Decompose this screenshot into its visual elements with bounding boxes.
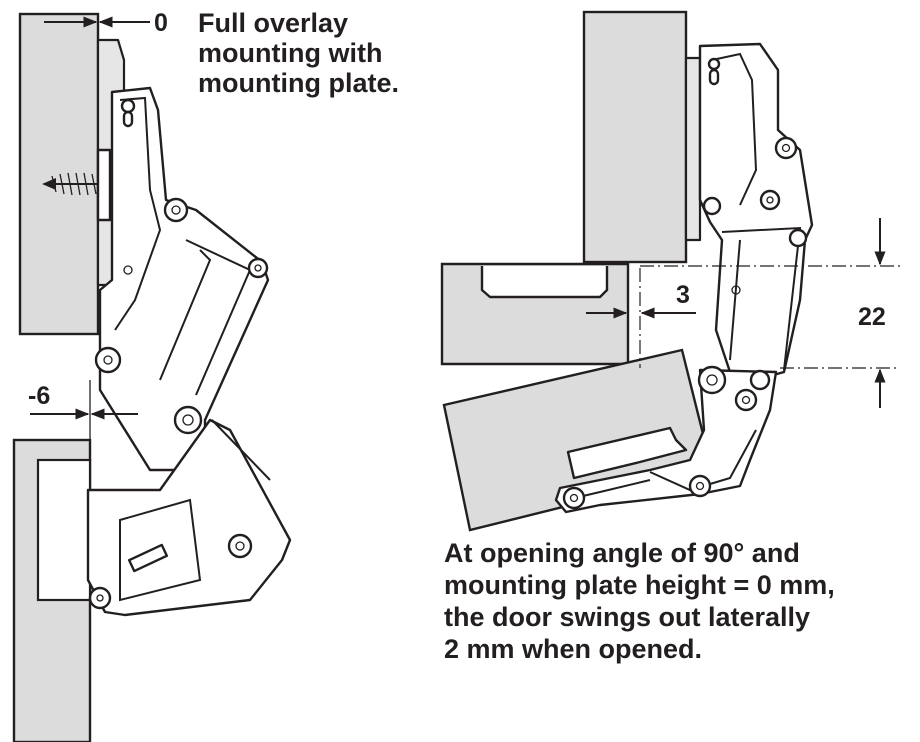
hinge-arm-inner <box>114 96 162 331</box>
left-caption-line-1: Full overlay <box>198 8 348 38</box>
right-caption-line-1: At opening angle of 90° and <box>444 538 800 568</box>
pivot-pins-right <box>562 57 808 510</box>
mounting-plate-right <box>684 56 702 242</box>
shelf-recess <box>480 266 609 299</box>
right-caption: At opening angle of 90° and mounting pla… <box>444 538 842 664</box>
pivot-pins <box>88 98 269 610</box>
dim-lateral-label: 3 <box>676 281 690 309</box>
left-caption: Full overlay mounting with mounting plat… <box>198 8 399 98</box>
hinge-arm <box>98 86 270 472</box>
plate-ridge <box>96 148 112 222</box>
right-caption-line-2: mounting plate height = 0 mm, <box>444 570 835 600</box>
right-caption-line-4: 2 mm when opened. <box>444 634 702 664</box>
dim-bottom-label: -6 <box>28 382 50 410</box>
dimension-bottom: -6 <box>28 380 138 440</box>
left-hinge-figure: 0 -6 Full overlay mounting with mounting… <box>12 8 399 742</box>
wood-screw <box>42 172 98 196</box>
cabinet-side-panel <box>18 12 100 336</box>
hinge-cup-body <box>86 418 292 617</box>
dimension-top: 0 <box>44 9 168 40</box>
door-cup-recess <box>566 426 688 480</box>
left-caption-line-3: mounting plate. <box>198 68 399 98</box>
hinge-cup-recess <box>36 458 92 602</box>
right-hinge-figure: 3 22 At opening angle of 90° and mountin… <box>440 10 900 664</box>
dim-top-label: 0 <box>154 9 168 37</box>
cup-slot <box>127 543 169 573</box>
left-caption-line-2: mounting with <box>198 38 382 68</box>
dim-height-label: 22 <box>858 303 886 331</box>
cabinet-side-panel-right <box>582 10 688 264</box>
hinge-arm-right <box>698 42 814 382</box>
hinge-cup-right <box>554 368 778 514</box>
dimension-lateral: 3 <box>586 268 696 368</box>
right-caption-line-3: the door swings out laterally <box>444 602 810 632</box>
dimension-height: 22 <box>640 218 900 408</box>
